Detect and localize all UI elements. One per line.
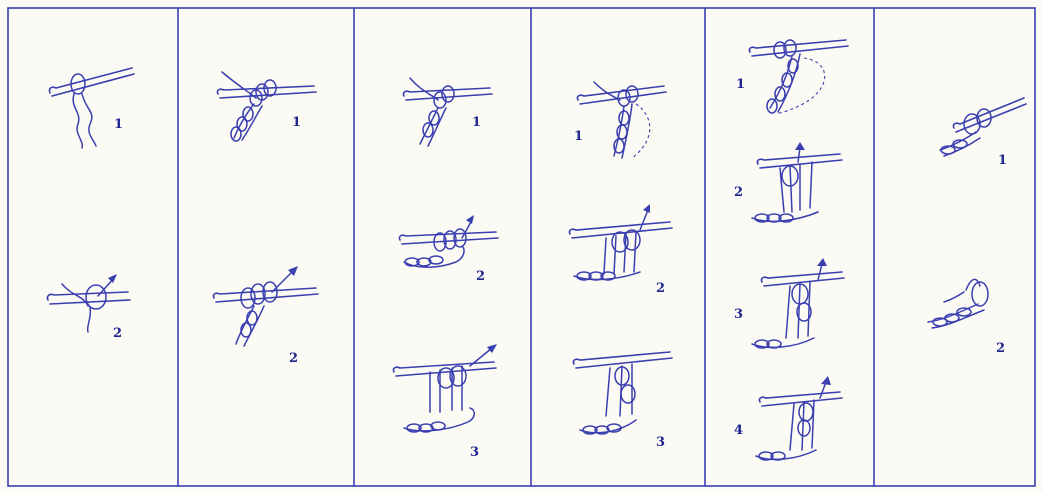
panel-2: 1 2 bbox=[213, 72, 318, 366]
step-label: 1 bbox=[736, 77, 745, 92]
double-crochet-loops-icon bbox=[569, 204, 672, 280]
reverse-stitch-finish-icon bbox=[928, 279, 988, 328]
step-label: 3 bbox=[470, 445, 479, 460]
panel-5: 1 2 bbox=[734, 40, 848, 460]
step-label: 1 bbox=[292, 115, 301, 130]
step-label: 2 bbox=[996, 341, 1005, 356]
double-crochet-finish-icon bbox=[573, 352, 672, 434]
chain-on-hook-icon bbox=[217, 72, 316, 141]
step-label: 2 bbox=[289, 351, 298, 366]
step-label: 4 bbox=[734, 423, 743, 438]
step-label: 3 bbox=[656, 435, 665, 450]
step-label: 1 bbox=[472, 115, 481, 130]
chain-on-hook-icon bbox=[403, 78, 492, 146]
single-crochet-pull-through-icon bbox=[399, 215, 498, 267]
slip-stitch-pull-through-icon bbox=[213, 266, 318, 346]
step-label: 1 bbox=[998, 153, 1007, 168]
slip-knot-on-hook-icon bbox=[49, 68, 134, 148]
step-label: 1 bbox=[574, 129, 583, 144]
step-label: 2 bbox=[113, 326, 122, 341]
step-label: 2 bbox=[656, 281, 665, 296]
diagram-frame bbox=[8, 8, 1035, 486]
panel-1: 1 2 bbox=[47, 68, 134, 341]
step-label: 1 bbox=[114, 117, 123, 132]
reverse-stitch-hook-icon bbox=[940, 98, 1026, 156]
single-crochet-row-icon bbox=[393, 344, 497, 432]
chain-with-dashed-arc-icon bbox=[577, 82, 666, 158]
step-label: 3 bbox=[734, 307, 743, 322]
treble-finish-icon bbox=[756, 376, 842, 460]
panel-3: 1 2 bbox=[393, 78, 498, 460]
step-label: 2 bbox=[476, 269, 485, 284]
panel-4: 1 2 bbox=[569, 82, 672, 450]
long-chain-with-dashed-arc-icon bbox=[749, 40, 848, 114]
panel-6: 1 2 bbox=[928, 98, 1026, 356]
treble-loops-icon bbox=[752, 142, 842, 222]
yarn-over-pull-through-icon bbox=[47, 274, 130, 332]
treble-pull-through-icon bbox=[752, 258, 844, 348]
step-label: 2 bbox=[734, 185, 743, 200]
